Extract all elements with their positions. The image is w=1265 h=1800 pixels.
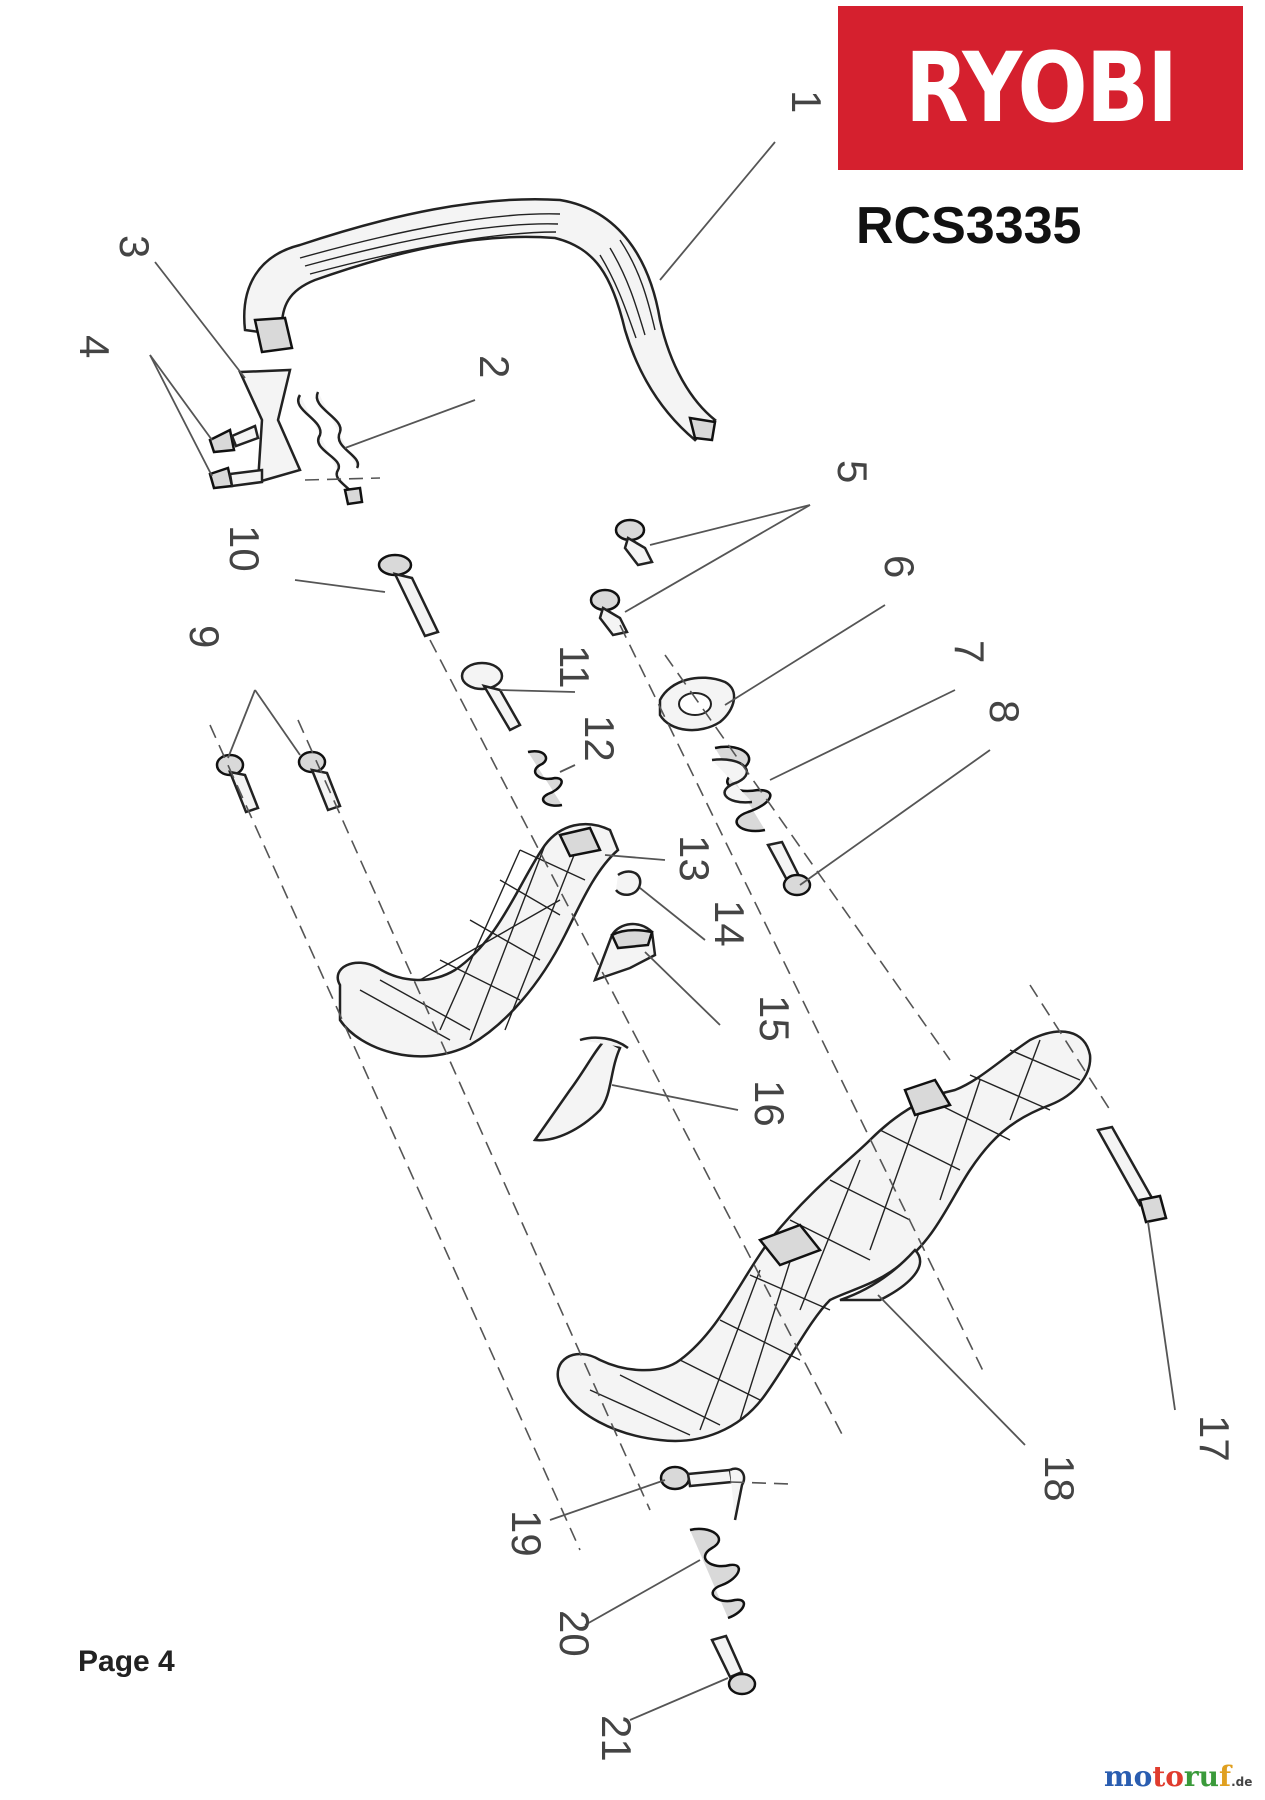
watermark-part-2: to bbox=[1152, 1760, 1184, 1793]
long-screw bbox=[377, 553, 440, 638]
part-label-10: 10 bbox=[221, 525, 268, 572]
part-label-19: 19 bbox=[503, 1510, 550, 1557]
part-label-8: 8 bbox=[981, 700, 1028, 723]
part-number-labels: 1 2 3 4 5 6 7 8 9 10 11 12 13 14 15 16 1… bbox=[71, 90, 1238, 1762]
watermark-part-4: f bbox=[1219, 1760, 1232, 1793]
pin bbox=[460, 661, 522, 732]
part-label-5: 5 bbox=[829, 460, 876, 483]
bolt-17 bbox=[1096, 1125, 1168, 1224]
upper-spring bbox=[296, 391, 364, 506]
part-label-17: 17 bbox=[1191, 1415, 1238, 1462]
part-label-9: 9 bbox=[181, 625, 228, 648]
watermark: motoruf.de bbox=[1104, 1760, 1252, 1793]
small-spring bbox=[527, 749, 563, 807]
small-screws bbox=[208, 424, 264, 490]
watermark-tld: .de bbox=[1231, 1775, 1253, 1789]
gasket bbox=[658, 676, 736, 732]
part-label-2: 2 bbox=[471, 355, 518, 378]
part-label-11: 11 bbox=[551, 645, 598, 689]
part-label-12: 12 bbox=[576, 715, 623, 762]
middle-spring bbox=[711, 745, 772, 833]
part-label-1: 1 bbox=[783, 90, 830, 113]
watermark-part-3: ru bbox=[1183, 1760, 1220, 1793]
rear-handle bbox=[556, 1030, 1092, 1443]
part-label-3: 3 bbox=[111, 235, 158, 258]
part-label-13: 13 bbox=[671, 835, 718, 882]
part-label-4: 4 bbox=[71, 335, 118, 358]
screw-8 bbox=[766, 840, 812, 897]
trigger bbox=[532, 1036, 629, 1142]
ryobi-logo: RYOBI bbox=[838, 6, 1243, 170]
part-label-21: 21 bbox=[593, 1715, 640, 1762]
handle-half-13 bbox=[336, 822, 620, 1058]
page-label: Page 4 bbox=[78, 1645, 175, 1678]
screws-5 bbox=[589, 518, 654, 637]
leader-lines bbox=[149, 141, 1176, 1721]
part-label-16: 16 bbox=[746, 1080, 793, 1127]
part-label-7: 7 bbox=[946, 640, 993, 663]
assembly-axes bbox=[209, 477, 1111, 1551]
front-handle bbox=[243, 197, 717, 442]
lower-assembly bbox=[659, 1465, 757, 1696]
screws-9 bbox=[215, 750, 342, 814]
part-label-14: 14 bbox=[706, 900, 753, 947]
part-label-18: 18 bbox=[1036, 1455, 1083, 1502]
plate bbox=[238, 368, 302, 484]
logo-text: RYOBI bbox=[904, 32, 1178, 144]
watermark-part-1: mo bbox=[1104, 1760, 1153, 1793]
model-number: RCS3335 bbox=[856, 197, 1082, 255]
part-label-15: 15 bbox=[751, 995, 798, 1042]
clip bbox=[615, 870, 642, 897]
latch bbox=[592, 922, 657, 983]
part-label-6: 6 bbox=[876, 555, 923, 578]
part-label-20: 20 bbox=[551, 1610, 598, 1657]
